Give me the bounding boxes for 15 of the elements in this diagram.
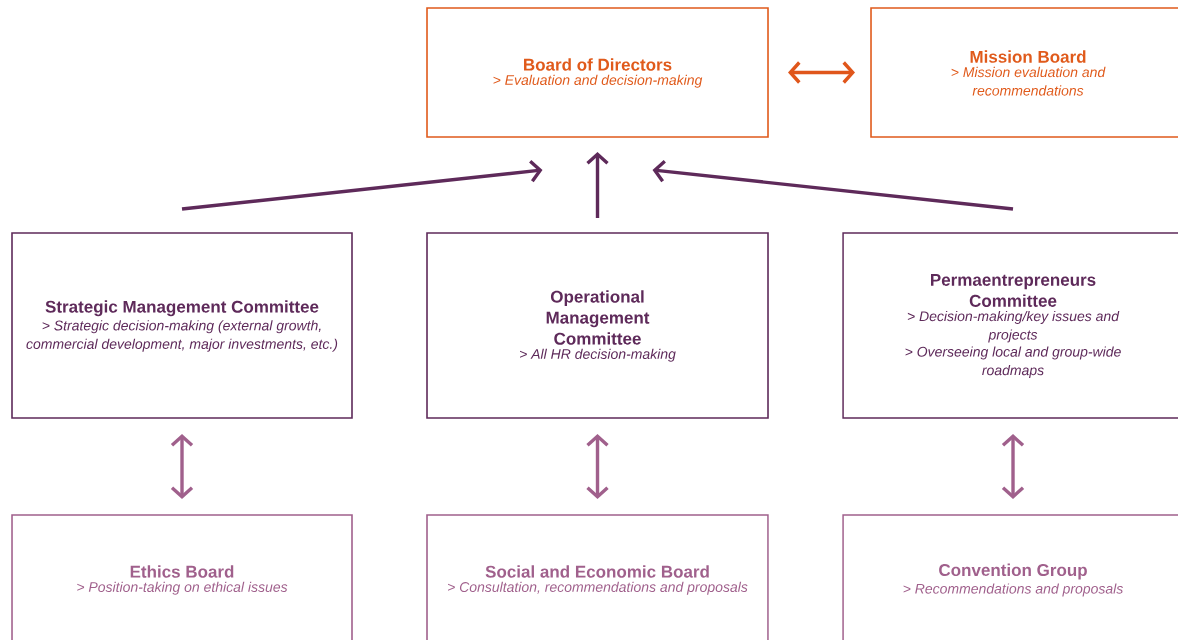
arrow xyxy=(586,434,609,499)
arrow xyxy=(788,61,855,84)
org-box: Strategic Management Committee > Strategic decision-making (external growth, commercial development, major investments, etc.) xyxy=(11,232,353,419)
org-box: Social and Economic Board > Consultation, recommendations and proposals xyxy=(426,514,769,640)
arrow xyxy=(181,160,543,211)
org-box: Ethics Board > Position-taking on ethical issues xyxy=(11,514,353,640)
arrow xyxy=(170,434,194,499)
arrow xyxy=(586,152,609,218)
org-box: Board of Directors > Evaluation and decision-making xyxy=(426,7,769,138)
org-box: Permaentrepreneurs Committee > Decision-making/key issues and projects > Overseeing local and group-wide roadmaps xyxy=(842,232,1178,419)
arrow xyxy=(1001,434,1025,499)
org-box: Operational Management Committee > All HR decision-making xyxy=(426,232,769,419)
org-box: Convention Group > Recommendations and proposals xyxy=(842,514,1178,640)
arrow xyxy=(652,160,1014,211)
org-box: Mission Board > Mission evaluation and recommendations xyxy=(870,7,1178,138)
